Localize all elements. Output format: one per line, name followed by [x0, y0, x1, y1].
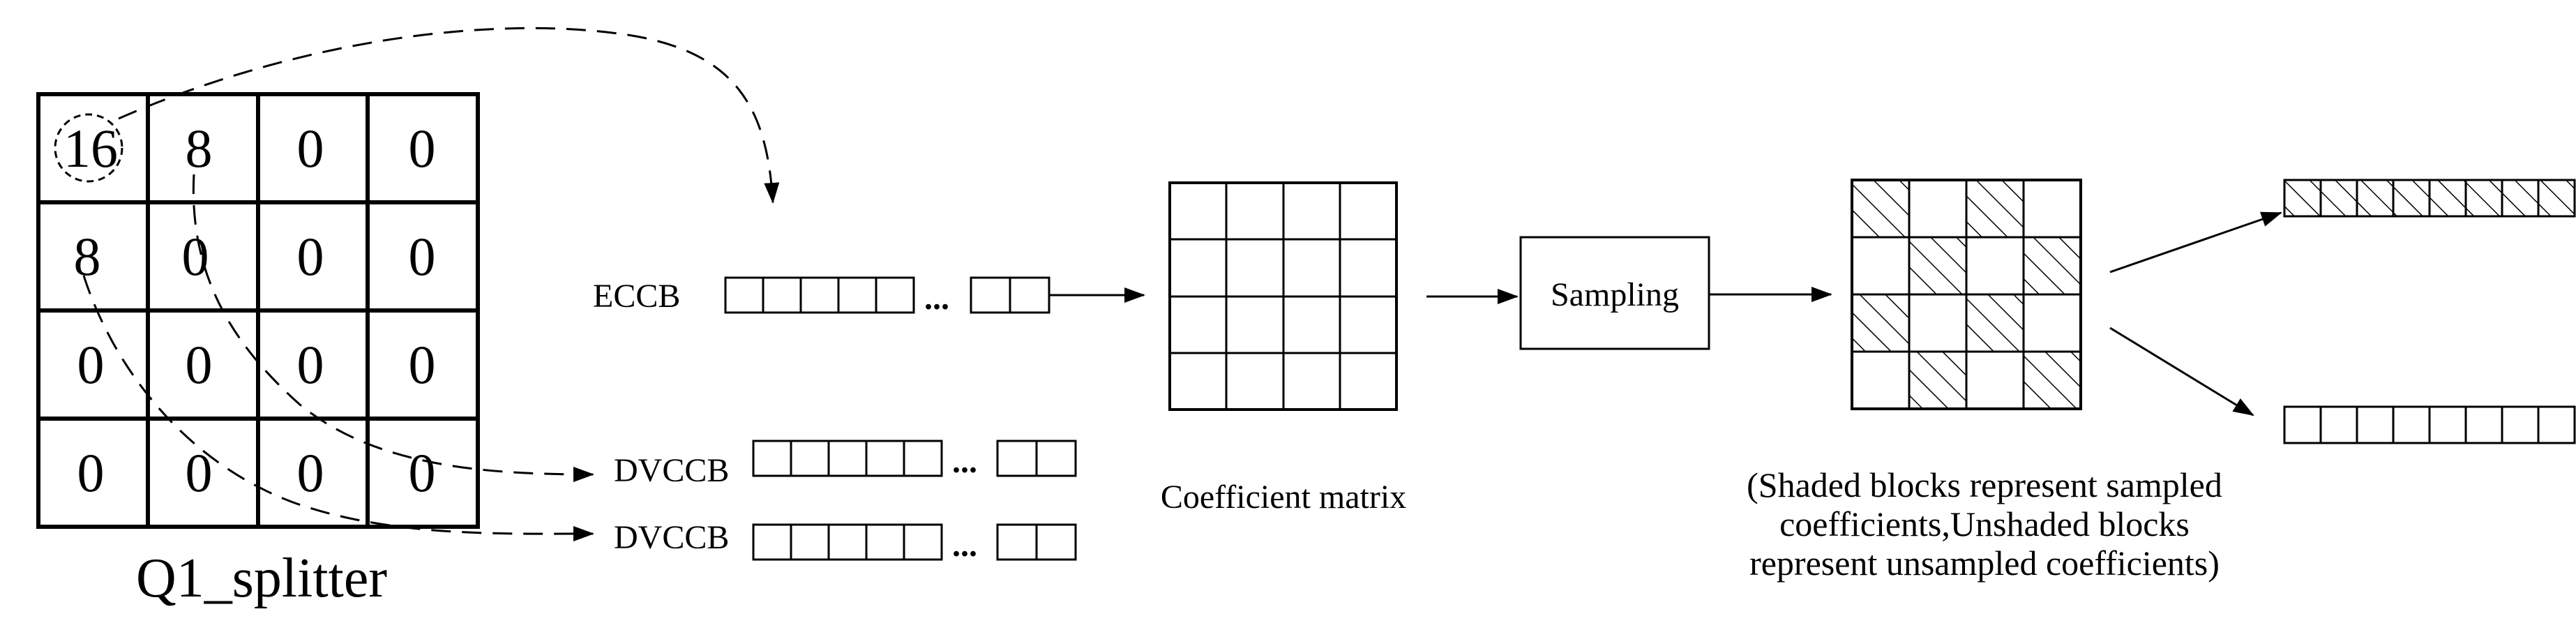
q1-cell: 0 — [409, 442, 436, 503]
shaded-vector-cell — [2283, 179, 2322, 218]
q1-cell: 0 — [186, 334, 213, 395]
coefficient-matrix — [1168, 181, 1398, 411]
vector-box — [752, 523, 943, 561]
q1-cell: 0 — [409, 118, 436, 179]
caption-line: represent unsampled coefficients) — [1749, 543, 2220, 583]
circled-cell-marker — [54, 113, 123, 183]
q1-cell: 0 — [409, 334, 436, 395]
q1-cell: 0 — [77, 442, 105, 503]
shaded-vector-cell — [2501, 179, 2540, 218]
unshaded-vector-cell — [2319, 405, 2358, 444]
q1-matrix-title: Q1_splitter — [136, 548, 387, 609]
shaded-cell — [1965, 293, 2025, 353]
unshaded-vector-cell — [2501, 405, 2540, 444]
q1-cell: 8 — [186, 118, 213, 179]
q1-cell: 0 — [186, 442, 213, 503]
unshaded-cell — [1908, 179, 1968, 239]
dvccb-block-2: DVCCB ... — [614, 519, 1077, 564]
eccb-block: ECCB ... — [593, 276, 1050, 317]
unshaded-output-vector — [2283, 405, 2576, 444]
q1-cell: 0 — [409, 226, 436, 287]
ellipsis: ... — [952, 527, 977, 564]
dvccb-block-1: DVCCB ... — [614, 440, 1077, 489]
arrow-to-shaded-vector — [2109, 211, 2282, 273]
caption-line: (Shaded blocks represent sampled — [1747, 465, 2222, 504]
shaded-vector-cell — [2356, 179, 2395, 218]
unshaded-vector-cell — [2392, 405, 2431, 444]
unshaded-cell — [1965, 350, 2025, 410]
q1-cell: 0 — [297, 334, 324, 395]
vector-box — [752, 440, 943, 477]
unshaded-cell — [1851, 236, 1911, 296]
shaded-cell — [1908, 236, 1968, 296]
sampling-label: Sampling — [1551, 276, 1679, 313]
shaded-vector-cell — [2428, 179, 2467, 218]
eccb-label: ECCB — [593, 278, 680, 315]
dashed-arrow-to-eccb — [118, 27, 780, 204]
unshaded-vector-cell — [2428, 405, 2467, 444]
sampled-matrix-caption: (Shaded blocks represent sampled coeffic… — [1747, 465, 2222, 583]
dashed-arrow-to-dvccb-1 — [192, 174, 594, 482]
dashed-connectors — [82, 27, 780, 542]
unshaded-cell — [1851, 350, 1911, 410]
caption-line: coefficients,Unshaded blocks — [1779, 504, 2190, 543]
q1-cell: 8 — [74, 226, 101, 287]
shaded-cell — [2022, 350, 2082, 410]
shaded-cell — [1851, 293, 1911, 353]
shaded-vector-cell — [2464, 179, 2503, 218]
unshaded-vector-cell — [2283, 405, 2322, 444]
unshaded-vector-cell — [2537, 405, 2576, 444]
shaded-cell — [2022, 236, 2082, 296]
shaded-vector-cell — [2392, 179, 2431, 218]
unshaded-cell — [1908, 293, 1968, 353]
sampling-box — [1519, 236, 1710, 350]
shaded-cell — [1965, 179, 2025, 239]
q1-cell: 0 — [297, 226, 324, 287]
q1-cell: 0 — [297, 118, 324, 179]
q1-matrix: 16 8 0 0 8 0 0 0 0 0 0 0 0 0 0 0 — [36, 92, 480, 529]
arrow-to-unshaded-vector — [2109, 327, 2254, 417]
unshaded-cell — [1965, 236, 2025, 296]
dvccb-label: DVCCB — [614, 452, 729, 489]
unshaded-vector-cell — [2356, 405, 2395, 444]
q1-cell: 0 — [77, 334, 105, 395]
unshaded-cell — [2022, 293, 2082, 353]
q1-cell: 0 — [297, 442, 324, 503]
shaded-vector-cell — [2319, 179, 2358, 218]
ellipsis: ... — [952, 443, 977, 480]
ellipsis: ... — [924, 280, 949, 317]
vector-box — [724, 276, 915, 314]
shaded-cell — [1908, 350, 1968, 410]
sampled-matrix-border — [1851, 179, 2082, 410]
coefficient-matrix-label: Coefficient matrix — [1161, 479, 1406, 516]
dvccb-label: DVCCB — [614, 519, 729, 556]
shaded-output-vector — [2283, 179, 2576, 218]
unshaded-cell — [2022, 179, 2082, 239]
q1-cell: 0 — [182, 226, 209, 287]
sampled-matrix — [1851, 179, 2082, 410]
dashed-arrow-to-dvccb-2 — [82, 275, 594, 542]
unshaded-vector-cell — [2464, 405, 2503, 444]
q1-cell: 16 — [63, 118, 118, 179]
shaded-vector-cell — [2537, 179, 2576, 218]
shaded-cell — [1851, 179, 1911, 239]
